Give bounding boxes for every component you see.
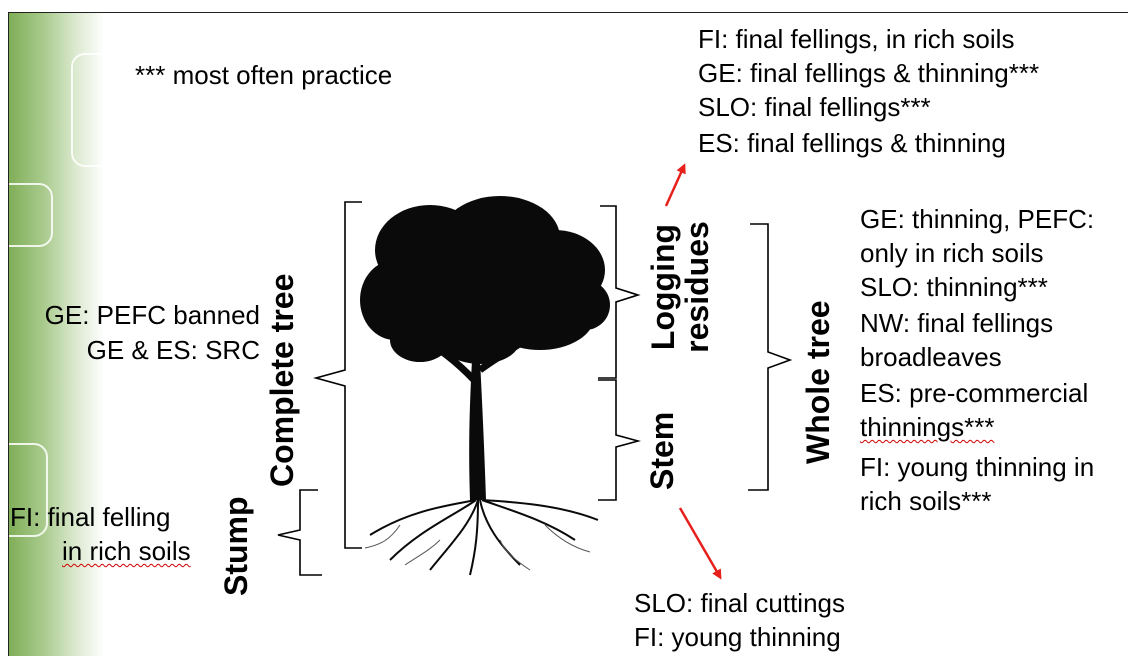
top-right-note: ES: final fellings & thinning [698, 128, 1006, 158]
stump-note: FI: final felling [10, 502, 171, 532]
decorative-rounded-rect [9, 443, 48, 537]
whole-tree-note: only in rich soils [860, 238, 1044, 268]
complete-tree-note: GE & ES: SRC [86, 335, 260, 365]
tree-icon [360, 196, 610, 576]
whole-tree-note: thinnings*** [860, 412, 995, 442]
arrow-to-top-notes [664, 163, 686, 207]
top-right-note: FI: final fellings, in rich soils [698, 24, 1015, 54]
logging-residues-brace [598, 205, 641, 379]
stem-brace [598, 379, 642, 501]
whole-tree-note: broadleaves [860, 342, 1002, 372]
whole-tree-note: ES: pre-commercial [860, 378, 1089, 408]
whole-tree-note: SLO: thinning*** [860, 272, 1048, 302]
complete-tree-brace [312, 201, 362, 549]
slide-frame [8, 12, 1128, 656]
whole-tree-note: NW: final fellings [860, 308, 1054, 338]
stump-note: in rich soils [62, 536, 191, 566]
decorative-rounded-rect [9, 183, 53, 247]
green-side-band [9, 13, 104, 656]
whole-tree-note: FI: young thinning in [860, 452, 1095, 482]
bottom-note: SLO: final cuttings [634, 588, 845, 618]
whole-tree-note: rich soils*** [860, 486, 992, 516]
stump-brace [277, 489, 322, 576]
complete-tree-note: GE: PEFC banned [44, 300, 260, 330]
top-right-note: SLO: final fellings*** [698, 92, 931, 122]
most-often-practice-note: *** most often practice [135, 60, 393, 90]
whole-tree-note: GE: thinning, PEFC: [860, 204, 1095, 234]
arrow-to-bottom-notes [678, 507, 722, 580]
decorative-rounded-rect [71, 53, 135, 167]
top-right-note: GE: final fellings & thinning*** [698, 58, 1040, 88]
bottom-note: FI: young thinning [634, 622, 841, 652]
whole-tree-brace [748, 223, 793, 491]
